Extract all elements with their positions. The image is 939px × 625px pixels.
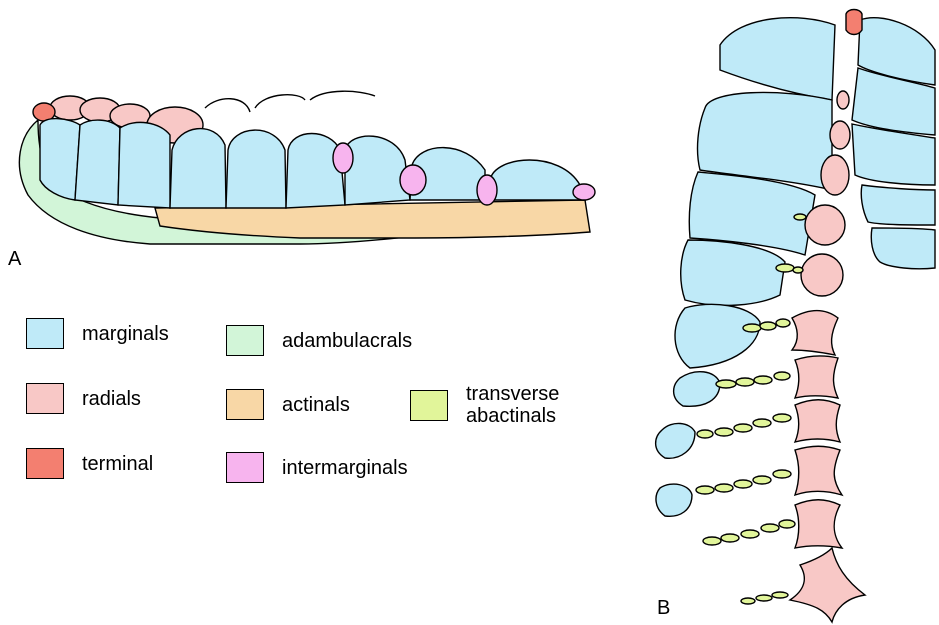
transverse-abactinal-plate — [776, 319, 790, 327]
disk-outline-arcs — [205, 91, 375, 112]
legend-swatch-intermarginals — [226, 452, 264, 483]
radial-plate — [790, 548, 865, 622]
legend-item-intermarginals: intermarginals — [226, 452, 408, 483]
intermarginal-plate — [333, 143, 353, 173]
transverse-abactinal-plate — [716, 380, 736, 388]
radial-plate — [821, 155, 849, 195]
marginal-plate — [674, 372, 720, 407]
legend-label-transverse-abactinals: transverse abactinals — [466, 383, 559, 427]
marginal-plate — [720, 18, 835, 100]
legend-item-radials: radials — [26, 383, 141, 414]
transverse-abactinal-plate — [754, 376, 772, 384]
legend-swatch-actinals — [226, 389, 264, 420]
disk-arc — [205, 99, 250, 112]
disk-arc — [310, 91, 375, 100]
marginal-plate — [286, 134, 345, 209]
panel-label-b: B — [657, 597, 670, 620]
panel-a-drawing — [19, 91, 595, 244]
legend-label-adambulacrals: adambulacrals — [282, 330, 412, 352]
transverse-abactinal-plate — [760, 322, 776, 330]
intermarginal-plate — [573, 184, 595, 200]
legend-label-terminal: terminal — [82, 453, 153, 475]
legend-item-actinals: actinals — [226, 389, 350, 420]
legend-item-terminal: terminal — [26, 448, 153, 479]
transverse-abactinal-plate — [703, 537, 721, 545]
legend-label-radials: radials — [82, 388, 141, 410]
legend-item-marginals: marginals — [26, 318, 169, 349]
legend-swatch-transverse-abactinals — [410, 390, 448, 421]
intermarginal-plate — [477, 175, 497, 205]
legend-item-transverse-abactinals: transverse abactinals — [410, 383, 559, 427]
transverse-abactinal-plate — [715, 484, 733, 492]
legend-label-marginals: marginals — [82, 323, 169, 345]
radial-plate — [795, 500, 842, 548]
transverse-abactinal-plate — [793, 267, 803, 273]
legend-swatch-adambulacrals — [226, 325, 264, 356]
transverse-abactinal-plate — [741, 598, 755, 604]
transverse-abactinal-plate — [753, 476, 771, 484]
marginal-plates-b-right — [852, 18, 935, 269]
radial-plate — [805, 205, 845, 245]
panel-b-drawing — [656, 10, 935, 623]
legend-label-actinals: actinals — [282, 394, 350, 416]
radial-plate — [792, 311, 838, 356]
radial-plate — [830, 121, 850, 149]
transverse-abactinal-plate — [734, 480, 752, 488]
transverse-abactinal-plate — [761, 524, 779, 532]
legend-swatch-marginals — [26, 318, 64, 349]
marginal-plate — [75, 120, 120, 205]
transverse-abactinal-plate — [734, 424, 752, 432]
transverse-abactinal-plate — [721, 534, 739, 542]
transverse-abactinal-plate — [753, 419, 771, 427]
radial-plate — [795, 356, 838, 398]
marginal-plate — [675, 304, 760, 368]
transverse-abactinal-plate — [776, 264, 794, 272]
marginal-plate — [118, 122, 170, 208]
marginal-plate — [226, 130, 286, 208]
marginal-plate — [861, 185, 935, 225]
marginal-plate — [656, 484, 692, 516]
transverse-abactinal-plate — [779, 520, 795, 528]
transverse-abactinal-plate — [794, 214, 806, 220]
marginal-plates-a — [40, 119, 585, 208]
marginal-plate — [490, 160, 585, 200]
terminal-plate-b — [846, 10, 862, 35]
marginal-plate — [871, 228, 935, 269]
marginal-plate — [656, 423, 695, 458]
radial-plate — [801, 254, 843, 296]
legend-swatch-terminal — [26, 448, 64, 479]
panel-label-a: A — [8, 248, 21, 271]
radial-plate — [837, 91, 849, 109]
marginal-plate — [345, 136, 410, 205]
transverse-abactinal-plate — [773, 470, 791, 478]
transverse-abactinal-plate — [743, 324, 761, 332]
transverse-abactinal-plate — [756, 595, 772, 601]
legend-item-adambulacrals: adambulacrals — [226, 325, 412, 356]
marginal-plate — [40, 119, 80, 200]
disk-arc — [255, 95, 305, 108]
legend-label-intermarginals: intermarginals — [282, 457, 408, 479]
radial-plate — [795, 400, 840, 442]
legend-swatch-radials — [26, 383, 64, 414]
transverse-abactinal-plate — [773, 414, 791, 422]
transverse-abactinal-plate — [774, 372, 790, 380]
transverse-abactinal-plate — [736, 378, 754, 386]
transverse-abactinal-plate — [741, 530, 759, 538]
transverse-abactinal-plate — [772, 592, 788, 598]
marginal-plate — [170, 129, 226, 208]
transverse-abactinal-plate — [697, 430, 713, 438]
radial-plate — [795, 446, 842, 495]
intermarginal-plate — [400, 165, 426, 195]
marginal-plate — [681, 240, 785, 305]
transverse-abactinal-plate — [715, 428, 733, 436]
transverse-abactinal-plate — [696, 486, 714, 494]
